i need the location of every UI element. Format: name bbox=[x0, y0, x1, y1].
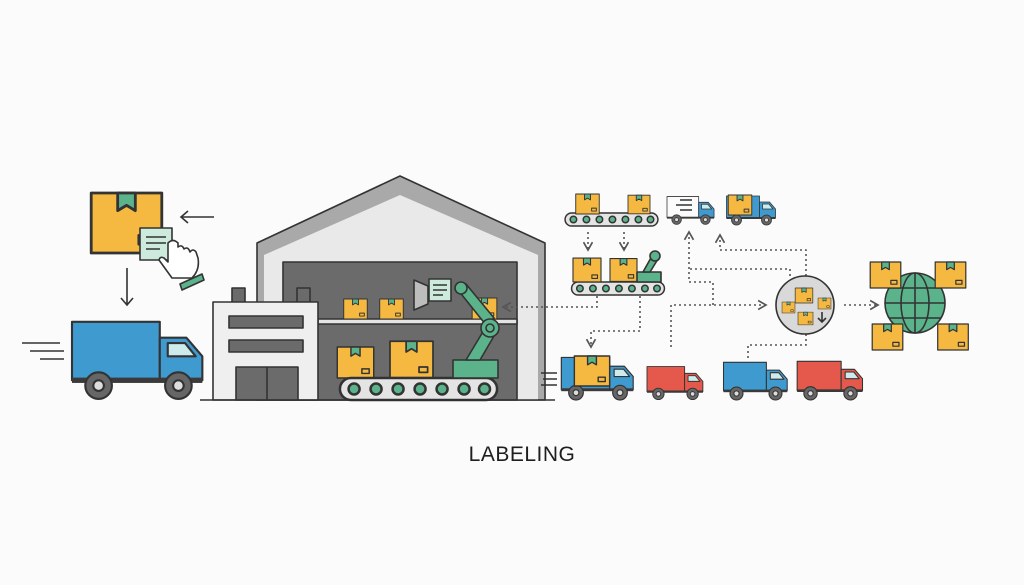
arrow-down-icon bbox=[120, 268, 134, 307]
pointing-hand-icon bbox=[158, 239, 205, 291]
warehouse bbox=[212, 175, 546, 402]
sorting-hub-icon bbox=[775, 275, 835, 335]
truck-icon bbox=[722, 361, 788, 401]
truck-icon bbox=[646, 366, 704, 401]
package-icon bbox=[336, 346, 375, 379]
delivery-truck-icon bbox=[70, 320, 204, 400]
truck-icon bbox=[796, 360, 864, 401]
diagram-caption: LABELING bbox=[468, 443, 576, 466]
flow-connectors bbox=[501, 230, 880, 358]
package-icon bbox=[389, 340, 434, 379]
package-icon bbox=[937, 323, 969, 351]
package-icon bbox=[869, 261, 902, 289]
conveyor-belt bbox=[338, 376, 499, 402]
package-icon bbox=[343, 298, 368, 320]
package-icon bbox=[379, 298, 404, 320]
package-icon bbox=[627, 194, 651, 215]
arrow-left-icon bbox=[179, 210, 214, 224]
package-icon bbox=[934, 261, 967, 289]
package-icon bbox=[727, 194, 753, 216]
package-icon bbox=[575, 193, 600, 215]
package-icon bbox=[871, 323, 904, 351]
robot-arm-icon bbox=[636, 250, 662, 283]
robot-arm-icon bbox=[452, 281, 500, 379]
label-scanner-icon bbox=[413, 278, 452, 311]
conveyor-belt bbox=[564, 212, 659, 227]
office-building bbox=[212, 287, 319, 401]
package-icon bbox=[572, 257, 602, 283]
speed-lines-icon bbox=[22, 342, 64, 360]
label-card-icon bbox=[139, 227, 173, 261]
speed-lines-icon bbox=[541, 372, 557, 386]
global-shipping bbox=[869, 261, 969, 351]
package-icon bbox=[573, 355, 611, 387]
package-icon bbox=[609, 257, 638, 283]
conveyor-belt bbox=[570, 281, 666, 296]
truck-icon bbox=[666, 196, 715, 225]
